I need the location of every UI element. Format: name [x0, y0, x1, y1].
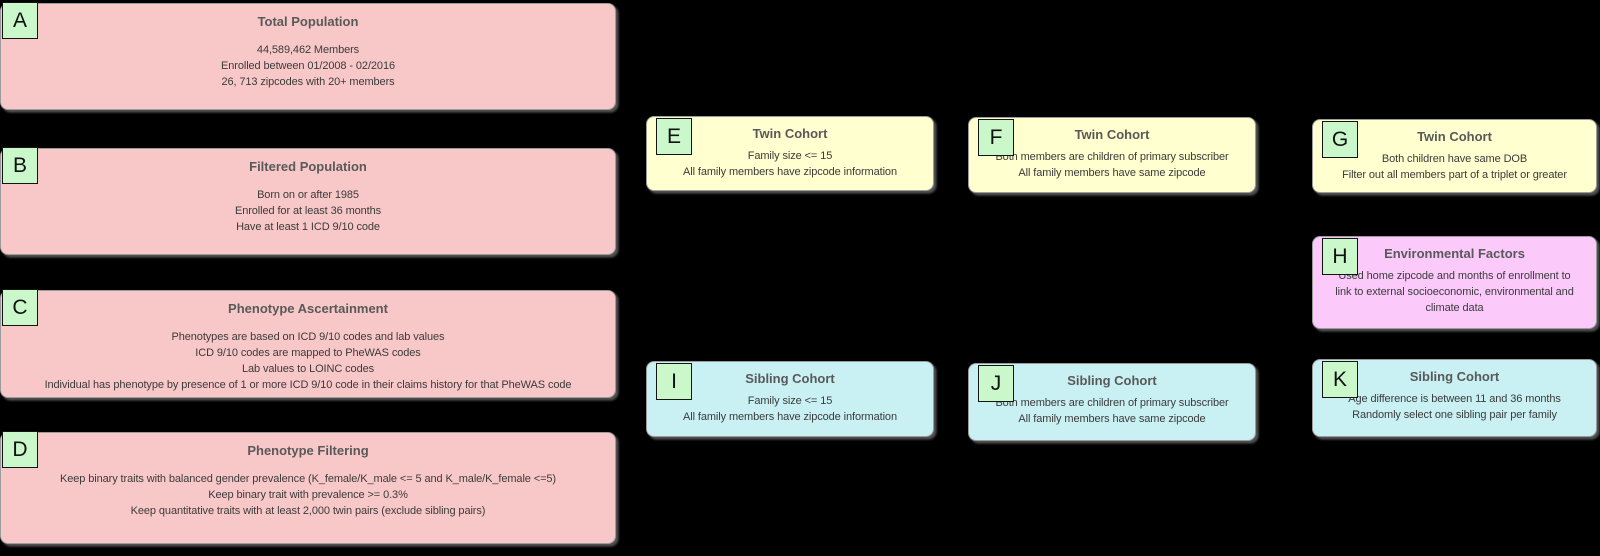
box-title: Sibling Cohort	[1409, 369, 1500, 384]
box-line: climate data	[1425, 302, 1484, 314]
box-line: Individual has phenotype by presence of …	[44, 379, 572, 391]
box-twin-cohort-1: E Twin Cohort Family size <= 15 All fami…	[646, 116, 934, 191]
box-title: Sibling Cohort	[1067, 373, 1157, 388]
step-label-d: D	[2, 431, 38, 468]
box-line: Born on or after 1985	[257, 189, 359, 201]
step-label-b: B	[2, 147, 38, 184]
box-title: Twin Cohort	[1417, 129, 1492, 144]
box-line: Both members are children of primary sub…	[995, 397, 1229, 409]
box-filtered-population: B Filtered Population Born on or after 1…	[0, 147, 616, 255]
box-line: link to external socioeconomic, environm…	[1335, 286, 1574, 298]
box-sibling-cohort-3: K Sibling Cohort Age difference is betwe…	[1312, 359, 1597, 437]
step-label-h: H	[1322, 238, 1358, 275]
box-line: Randomly select one sibling pair per fam…	[1352, 409, 1557, 421]
box-line: Have at least 1 ICD 9/10 code	[236, 221, 380, 233]
box-title: Environmental Factors	[1384, 246, 1525, 261]
box-phenotype-filtering: D Phenotype Filtering Keep binary traits…	[0, 431, 616, 544]
step-label-g: G	[1322, 121, 1358, 158]
box-line: All family members have same zipcode	[1018, 167, 1206, 179]
box-line: All family members have same zipcode	[1018, 413, 1206, 425]
box-twin-cohort-3: G Twin Cohort Both children have same DO…	[1312, 119, 1597, 193]
box-line: Lab values to LOINC codes	[241, 363, 375, 375]
box-line: Keep binary trait with prevalence >= 0.3…	[208, 489, 408, 501]
box-line: Filter out all members part of a triplet…	[1342, 169, 1567, 181]
box-sibling-cohort-2: J Sibling Cohort Both members are childr…	[968, 363, 1256, 441]
box-line: ICD 9/10 codes are mapped to PheWAS code…	[195, 347, 421, 359]
box-sibling-cohort-1: I Sibling Cohort Family size <= 15 All f…	[646, 361, 934, 437]
box-phenotype-ascertainment: C Phenotype Ascertainment Phenotypes are…	[0, 289, 616, 398]
step-label-f: F	[978, 119, 1014, 156]
box-line: Phenotypes are based on ICD 9/10 codes a…	[171, 331, 445, 343]
box-title: Filtered Population	[249, 159, 367, 174]
step-label-j: J	[978, 365, 1014, 402]
step-label-i: I	[656, 363, 692, 400]
box-line: Family size <= 15	[747, 395, 833, 407]
box-twin-cohort-2: F Twin Cohort Both members are children …	[968, 117, 1256, 193]
box-line: Enrolled between 01/2008 - 02/2016	[221, 60, 395, 72]
box-total-population: A Total Population 44,589,462 Members En…	[0, 2, 616, 110]
box-title: Twin Cohort	[752, 126, 828, 141]
box-title: Sibling Cohort	[745, 371, 835, 386]
step-label-c: C	[2, 289, 38, 326]
box-line: Enrolled for at least 36 months	[234, 205, 382, 217]
box-line: Both children have same DOB	[1381, 153, 1528, 165]
box-line: 26, 713 zipcodes with 20+ members	[221, 76, 395, 88]
box-line: Age difference is between 11 and 36 mont…	[1348, 393, 1561, 405]
box-line: Keep quantitative traits with at least 2…	[130, 505, 486, 517]
step-label-k: K	[1322, 361, 1358, 398]
step-label-a: A	[2, 2, 38, 39]
box-line: Both members are children of primary sub…	[995, 151, 1229, 163]
box-environmental-factors: H Environmental Factors Used home zipcod…	[1312, 236, 1597, 329]
box-title: Total Population	[257, 14, 359, 29]
box-line: All family members have zipcode informat…	[683, 411, 897, 423]
box-line: Family size <= 15	[747, 150, 833, 162]
box-line: 44,589,462 Members	[256, 44, 360, 56]
box-title: Twin Cohort	[1074, 127, 1150, 142]
step-label-e: E	[656, 118, 692, 155]
box-line: Keep binary traits with balanced gender …	[60, 473, 556, 485]
box-title: Phenotype Filtering	[247, 443, 369, 458]
box-title: Phenotype Ascertainment	[228, 301, 388, 316]
box-line: Used home zipcode and months of enrollme…	[1338, 270, 1571, 282]
box-line: All family members have zipcode informat…	[683, 166, 897, 178]
